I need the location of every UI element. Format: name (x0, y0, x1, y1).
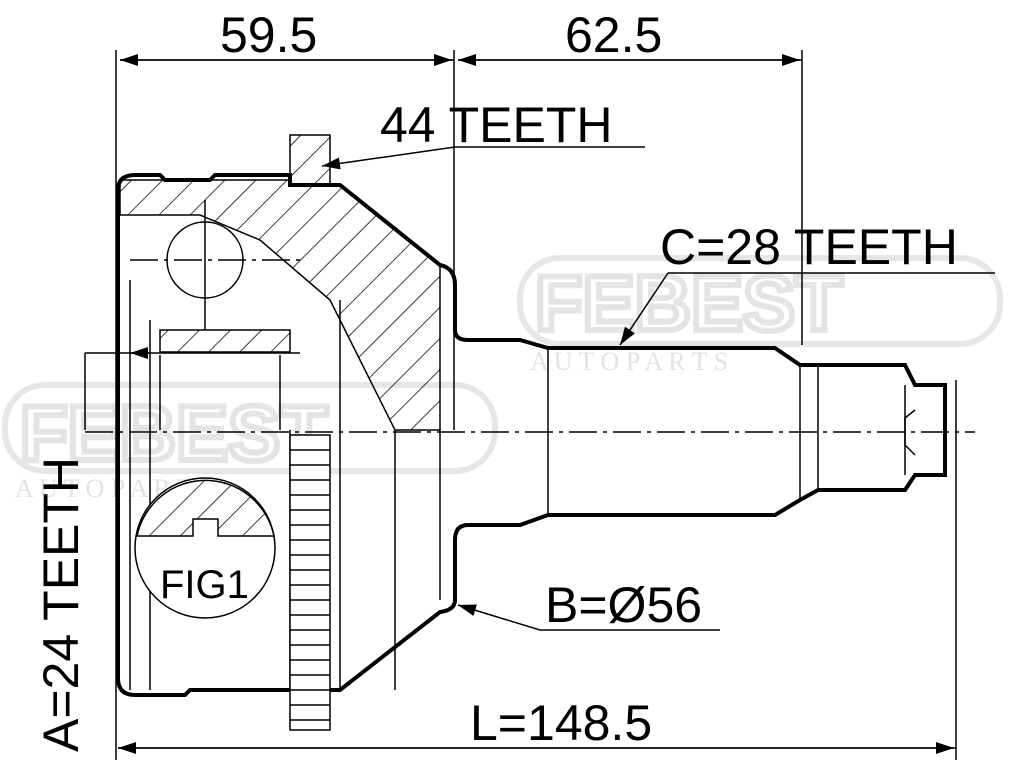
dim-59-5: 59.5 (220, 7, 317, 63)
label-44-teeth: 44 TEETH (380, 97, 613, 153)
dim-62-5: 62.5 (565, 7, 662, 63)
svg-text:A U T O P A R T S: A U T O P A R T S (530, 347, 728, 376)
abs-ring (289, 134, 331, 731)
svg-text:FEBEST: FEBEST (20, 389, 328, 477)
figure-label: FIG1 (160, 563, 249, 607)
label-a-24-teeth: A=24 TEETH (33, 457, 89, 752)
watermark: FEBEST A U T O P A R T S FEBEST A U T O … (2, 255, 1003, 503)
figure-1-detail: FIG1 (134, 477, 276, 619)
dim-length: L=148.5 (470, 695, 652, 751)
label-c-28-teeth: C=28 TEETH (660, 219, 958, 275)
label-b-56: B=Ø56 (545, 577, 702, 633)
svg-text:FEBEST: FEBEST (535, 259, 843, 347)
